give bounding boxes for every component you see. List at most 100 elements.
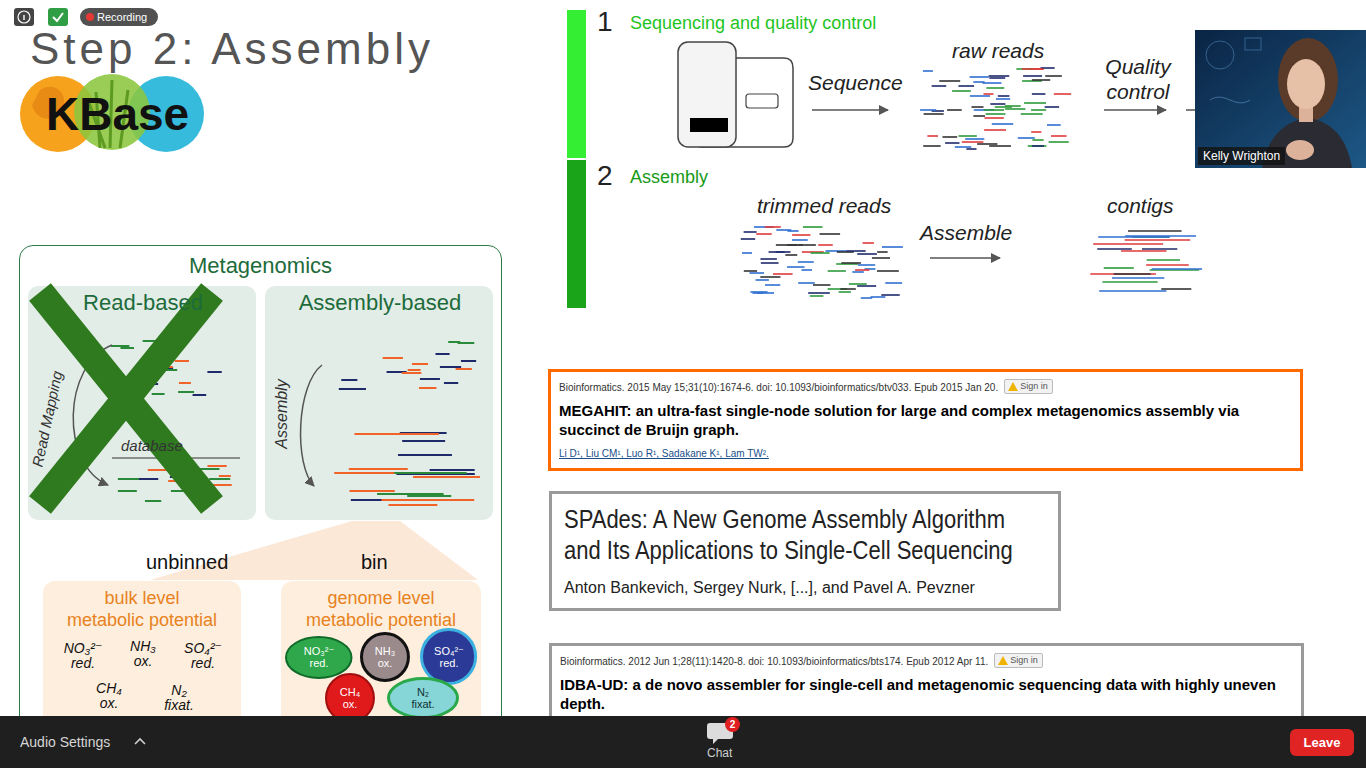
step-title: Assembly xyxy=(630,166,708,188)
read-segment xyxy=(973,115,985,117)
process-label: NO₃²⁻ red. xyxy=(300,645,338,669)
read-segment xyxy=(1104,267,1134,269)
group-box: MetagenomicsRead-basedRead Mappingdataba… xyxy=(19,245,502,735)
read-segment xyxy=(1032,93,1046,95)
read-segment xyxy=(939,80,960,82)
read-segment xyxy=(776,244,797,246)
cross-mark xyxy=(40,292,212,505)
read-segment xyxy=(852,271,863,273)
read-segment xyxy=(1005,108,1025,110)
result-box: bulk level metabolic potentialNO₃²⁻ red.… xyxy=(43,581,241,731)
read-segment xyxy=(138,478,158,480)
step-number: 2 xyxy=(597,160,613,192)
process-label: N₂ fixat. xyxy=(159,683,199,713)
read-segment xyxy=(440,366,461,368)
read-segment xyxy=(213,484,232,486)
read-segment xyxy=(1021,113,1043,115)
read-segment xyxy=(828,270,846,272)
read-segment xyxy=(760,276,780,278)
process-ellipse-outline xyxy=(286,637,352,678)
group-title: Metagenomics xyxy=(20,253,501,279)
read-segment xyxy=(207,371,221,373)
read-segment xyxy=(1051,135,1067,137)
person-hand xyxy=(1286,140,1314,160)
read-segment xyxy=(959,135,977,137)
read-segment xyxy=(787,266,804,268)
assembly-arrow xyxy=(301,365,322,486)
read-segment xyxy=(756,279,769,281)
read-segment xyxy=(977,143,997,145)
name-tag: Kelly Wrighton xyxy=(1198,147,1285,165)
read-segment xyxy=(341,379,357,381)
process-label: CH₄ ox. xyxy=(335,686,365,710)
read-segment xyxy=(990,103,1005,105)
read-segment xyxy=(962,141,984,143)
read-segment xyxy=(148,469,168,471)
read-segment xyxy=(398,454,452,456)
read-segment xyxy=(792,234,810,236)
process-ellipse-outline xyxy=(389,679,458,718)
read-segment xyxy=(175,360,189,362)
read-segment xyxy=(419,387,436,389)
process-label: NH₃ ox. xyxy=(370,645,400,669)
arrow-label: Quality control xyxy=(1096,54,1180,104)
read-segment xyxy=(1032,139,1043,141)
read-segment xyxy=(983,93,993,95)
security-icon xyxy=(48,8,68,26)
notification-badge: 2 xyxy=(725,717,740,732)
badge-count: 2 xyxy=(730,719,736,730)
read-segment xyxy=(984,117,1003,119)
arrow-label: Read Mapping xyxy=(29,370,66,469)
read-segment xyxy=(966,148,976,150)
read-segment xyxy=(970,95,990,97)
box-title: bulk level metabolic potential xyxy=(65,587,219,631)
read-cluster xyxy=(741,227,903,298)
paper-title: MEGAHIT: an ultra-fast single-node solut… xyxy=(559,401,1292,439)
read-segment xyxy=(998,95,1010,97)
step-bar xyxy=(567,10,586,158)
read-segment xyxy=(1125,239,1191,241)
read-segment xyxy=(810,295,824,297)
flow-arrow xyxy=(1104,109,1166,111)
process-circle-outline xyxy=(422,630,476,684)
read-segment xyxy=(1045,75,1062,77)
read-segment xyxy=(1161,288,1191,290)
person-face xyxy=(1287,59,1325,109)
process-circle: SO₄²⁻ red. xyxy=(420,628,477,685)
read-segment xyxy=(334,472,403,474)
read-segment xyxy=(955,146,971,148)
sign-in-button: Sign in xyxy=(1004,379,1053,394)
read-segment xyxy=(1047,124,1061,126)
button-label: Leave xyxy=(1304,735,1341,750)
toolbar-icons xyxy=(0,716,1366,768)
info-icon xyxy=(23,15,24,20)
panel-fill xyxy=(28,286,256,520)
read-segment xyxy=(458,342,475,344)
read-segment xyxy=(750,291,767,293)
read-segment xyxy=(145,500,161,502)
read-segment xyxy=(857,285,876,287)
read-segment xyxy=(435,353,449,355)
read-segment xyxy=(339,388,358,390)
cluster-label: contigs xyxy=(1107,193,1174,218)
read-segment xyxy=(773,273,793,275)
sign-in-button: Sign in xyxy=(994,653,1043,668)
read-segment xyxy=(1005,105,1021,107)
read-segment xyxy=(945,142,959,144)
process-label: SO₄²⁻ red. xyxy=(177,641,229,671)
slide-title: Step 2: Assembly xyxy=(30,26,434,72)
read-segment xyxy=(808,292,830,294)
paper-title: SPAdes: A New Genome Assembly Algorithm … xyxy=(564,504,1046,566)
read-segment xyxy=(947,109,962,111)
read-segment xyxy=(841,262,861,264)
read-segment xyxy=(986,113,1006,115)
read-segment xyxy=(813,284,830,286)
read-cluster xyxy=(339,342,476,389)
read-segment xyxy=(1147,259,1180,261)
read-segment xyxy=(111,345,130,347)
read-segment xyxy=(1146,264,1189,266)
read-segment xyxy=(882,246,903,248)
process-circle-outline xyxy=(362,634,409,681)
read-segment xyxy=(803,226,823,228)
read-segment xyxy=(846,250,865,252)
